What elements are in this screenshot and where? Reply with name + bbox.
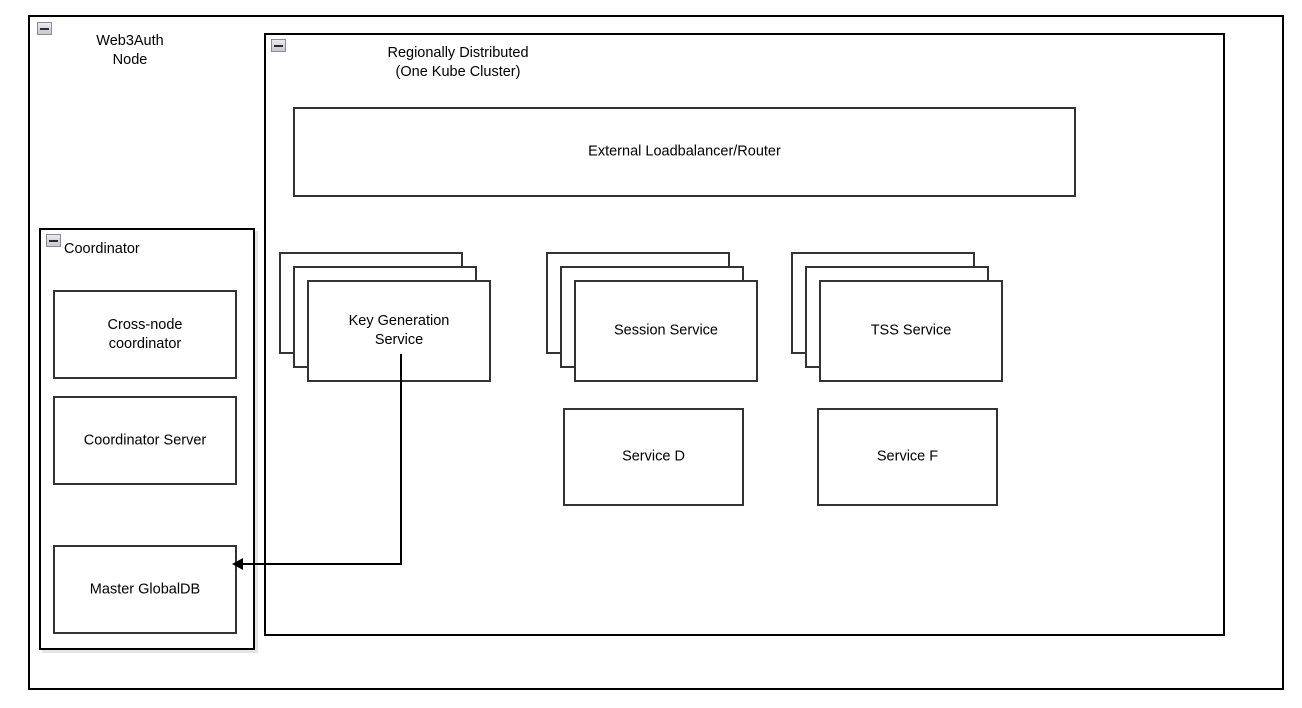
service-f-label: Service F [876, 448, 939, 465]
service-d-label: Service D [622, 448, 685, 465]
external-loadbalancer-label: External Loadbalancer/Router [588, 143, 781, 160]
external-loadbalancer-box[interactable]: External Loadbalancer/Router [293, 107, 1076, 197]
coordinator-server-box[interactable]: Coordinator Server [53, 396, 237, 485]
minus-icon-regionally-distributed[interactable] [271, 39, 286, 52]
master-globaldb-box[interactable]: Master GlobalDB [53, 545, 237, 634]
container-label-web3auth-node: Web3Auth Node [96, 33, 164, 68]
arrowhead-icon-master-globaldb [232, 558, 243, 570]
container-label-coordinator: Coordinator [64, 241, 140, 257]
minus-icon-web3auth-node[interactable] [37, 22, 52, 35]
key-generation-service-label: Key Generation Service [348, 313, 450, 348]
stack-key-generation-service[interactable]: Key Generation Service [279, 252, 491, 382]
session-service-label: Session Service [614, 322, 718, 339]
container-label-regionally-distributed: Regionally Distributed (One Kube Cluster… [387, 45, 529, 80]
coordinator-server-label: Coordinator Server [83, 432, 207, 448]
stack-tss-service[interactable]: TSS Service [791, 252, 1003, 382]
minus-icon-coordinator[interactable] [46, 234, 61, 247]
stack-session-service[interactable]: Session Service [546, 252, 758, 382]
cross-node-coordinator-label: Cross-node coordinator [107, 316, 183, 352]
connector-kgs-to-master-globaldb-horizontal [242, 563, 402, 565]
connector-kgs-to-master-globaldb-vertical [400, 354, 402, 565]
tss-service-box[interactable]: TSS Service [819, 280, 1003, 382]
master-globaldb-label: Master GlobalDB [89, 581, 201, 597]
tss-service-label: TSS Service [870, 322, 952, 339]
service-d-box[interactable]: Service D [563, 408, 744, 506]
session-service-box[interactable]: Session Service [574, 280, 758, 382]
service-f-box[interactable]: Service F [817, 408, 998, 506]
key-generation-service-box[interactable]: Key Generation Service [307, 280, 491, 382]
cross-node-coordinator-box[interactable]: Cross-node coordinator [53, 290, 237, 379]
